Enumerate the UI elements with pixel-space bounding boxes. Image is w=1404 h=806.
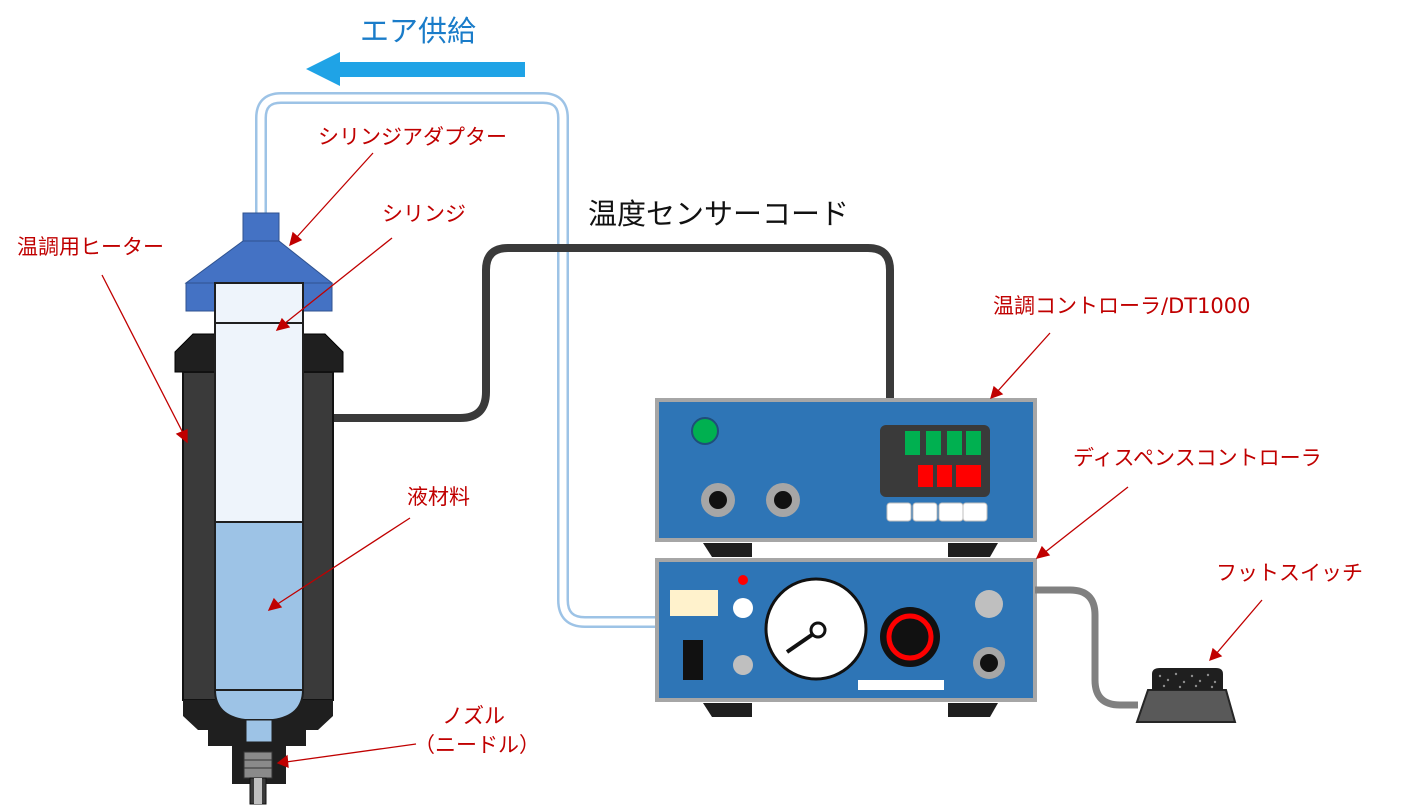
label-heater: 温調用ヒーター <box>17 235 164 259</box>
adapter-top <box>242 212 280 244</box>
label-syringe: シリンジ <box>382 202 466 226</box>
arrow-nozzle <box>285 743 417 763</box>
foot-switch-pedal <box>1152 668 1223 690</box>
label-temp-sensor-cord: 温度センサーコード <box>588 197 850 231</box>
temp-sensor-cord <box>332 244 894 422</box>
syringe-tip <box>213 689 305 721</box>
air-supply-arrow-head <box>306 52 340 86</box>
dispense-power-switch <box>683 640 703 680</box>
pressure-gauge-needle <box>785 630 818 654</box>
temp-controller-key-4 <box>962 502 988 522</box>
label-liquid-material: 液材料 <box>407 485 470 509</box>
air-tube-inner <box>257 94 660 626</box>
nozzle-metal <box>243 751 273 779</box>
label-temp-controller: 温調コントローラ/DT1000 <box>993 294 1251 318</box>
temp-controller-key-1 <box>886 502 912 522</box>
dispense-display-strip <box>858 680 944 690</box>
arrow-adapter <box>295 152 374 239</box>
dispense-button-grey <box>733 655 753 675</box>
label-needle: （ニードル） <box>414 733 540 757</box>
dispense-label-plate <box>670 590 718 616</box>
label-dispense-controller: ディスペンスコントローラ <box>1073 446 1322 470</box>
foot-switch-cable <box>1035 586 1138 709</box>
foot-switch-base <box>1135 689 1237 723</box>
arrow-syringe <box>283 237 393 325</box>
label-air-supply: エア供給 <box>360 14 477 48</box>
dispense-indicator-red <box>738 575 748 585</box>
adapter-cone <box>184 240 334 284</box>
temp-controller-key-3 <box>938 502 964 522</box>
arrow-foot-switch <box>1215 599 1263 655</box>
label-nozzle: ノズル <box>442 704 505 728</box>
label-syringe-adapter: シリンジアダプター <box>318 125 507 149</box>
liquid-material <box>214 521 304 693</box>
dispense-button-white <box>733 598 753 618</box>
arrow-dispense-controller <box>1043 486 1129 554</box>
annotation-arrows <box>101 152 1263 768</box>
arrow-temp-controller <box>996 332 1051 393</box>
dispense-port-top <box>975 590 1003 618</box>
syringe-neck <box>245 719 273 743</box>
temp-controller-key-2 <box>912 502 938 522</box>
arrow-heater <box>101 274 184 434</box>
arrow-liquid <box>275 517 411 606</box>
air-supply-arrow-shaft <box>335 62 525 77</box>
syringe-top <box>214 282 304 324</box>
label-foot-switch: フットスイッチ <box>1216 561 1363 585</box>
temp-controller-power-lamp <box>691 417 719 445</box>
